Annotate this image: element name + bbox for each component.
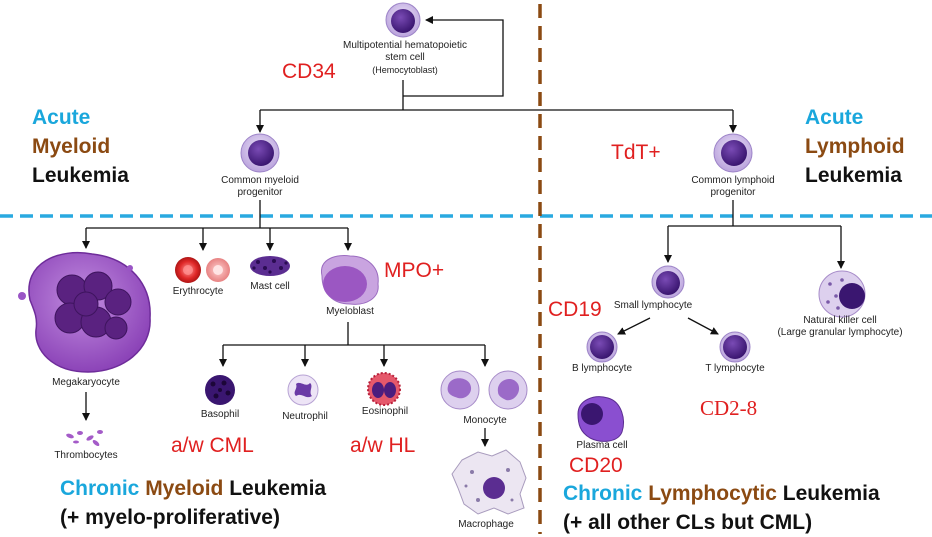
cll-note: (+ all other CLs but CML) [563,511,813,534]
macrophage-icon [451,449,527,515]
megakaryocyte-label: Megakaryocyte [52,377,120,388]
connectors [82,16,845,447]
t-lymphocyte-label: T lymphocyte [705,363,765,374]
marker-tdt: TdT+ [611,141,661,164]
stem-cell-label-line3: (Hemocytoblast) [372,65,438,75]
mast-cell-label: Mast cell [250,281,290,292]
myeloblast-label: Myeloblast [326,306,374,317]
erythrocyte-label: Erythrocyte [172,286,224,297]
t-lymphocyte-icon [719,331,751,363]
erythrocyte-icon [175,257,230,283]
neutrophil-icon [287,374,319,406]
marker-mpo: MPO+ [384,259,445,282]
megakaryocyte-icon [18,251,151,373]
common-myeloid-label-line2: progenitor [237,187,283,198]
basophil-label: Basophil [200,409,240,420]
all-word-1: Acute [805,106,864,129]
macrophage-label: Macrophage [458,519,514,530]
basophil-icon [205,375,235,405]
monocyte-icon [440,370,528,410]
marker-cd2-8: CD2-8 [700,396,758,420]
aml-word-2: Myeloid [32,135,111,158]
chronic-myeloid-leukemia-heading: Chronic Myeloid Leukemia (+ myelo-prolif… [60,474,326,532]
acute-myeloid-leukemia-heading: Acute Myeloid Leukemia [32,103,129,190]
common-myeloid-label-line1: Common myeloid [221,175,299,186]
cll-word-1: Chronic [563,482,643,505]
myeloblast-icon [321,255,379,305]
nk-cell-label-line2: (Large granular lymphocyte) [777,327,903,338]
cll-title-line: Chronic Lymphocytic Leukemia [563,479,880,508]
stem-cell-label-line1: Multipotential hematopoietic [343,40,467,51]
nk-cell-label-line1: Natural killer cell [803,315,877,326]
thrombocytes-icon [66,430,103,446]
cll-word-3: Leukemia [782,482,880,505]
common-lymphoid-label-line2: progenitor [710,187,756,198]
eosinophil-label: Eosinophil [361,406,409,417]
stem-cell-label-line2: stem cell [385,52,425,63]
thrombocytes-label: Thrombocytes [54,450,118,461]
all-word-3: Leukemia [805,164,902,187]
cml-title-line: Chronic Myeloid Leukemia [60,474,326,503]
stem-cell-label: Multipotential hematopoietic stem cell (… [310,40,500,76]
marker-aw-cml: a/w CML [171,434,254,457]
cml-note: (+ myelo-proliferative) [60,506,280,529]
common-lymphoid-label-line1: Common lymphoid [691,175,775,186]
eosinophil-icon [367,372,401,406]
common-myeloid-label: Common myeloid progenitor [190,175,330,199]
cml-word-3: Leukemia [229,477,327,500]
small-lymphocyte-icon [651,265,685,299]
cml-word-2: Myeloid [145,477,224,500]
marker-cd19: CD19 [548,298,602,321]
marker-cd20: CD20 [569,454,623,477]
chronic-lymphocytic-leukemia-heading: Chronic Lymphocytic Leukemia (+ all othe… [563,479,880,537]
nk-cell-label: Natural killer cell (Large granular lymp… [750,315,930,339]
cll-word-2: Lymphocytic [648,482,777,505]
mast-cell-icon [250,256,290,276]
marker-cd34: CD34 [282,60,336,83]
stem-cell-icon [385,2,421,38]
small-lymphocyte-label: Small lymphocyte [613,300,693,311]
aml-word-3: Leukemia [32,164,129,187]
all-word-2: Lymphoid [805,135,905,158]
common-lymphoid-label: Common lymphoid progenitor [663,175,803,199]
common-lymphoid-progenitor-icon [713,133,753,173]
neutrophil-label: Neutrophil [282,411,328,422]
b-lymphocyte-label: B lymphocyte [571,363,633,374]
b-lymphocyte-icon [586,331,618,363]
monocyte-label: Monocyte [463,415,507,426]
natural-killer-cell-icon [818,270,866,318]
plasma-cell-label: Plasma cell [576,440,628,451]
marker-aw-hl: a/w HL [350,434,416,457]
cml-word-1: Chronic [60,477,140,500]
plasma-cell-icon [577,396,624,442]
common-myeloid-progenitor-icon [240,133,280,173]
acute-lymphoid-leukemia-heading: Acute Lymphoid Leukemia [805,103,905,190]
aml-word-1: Acute [32,106,91,129]
